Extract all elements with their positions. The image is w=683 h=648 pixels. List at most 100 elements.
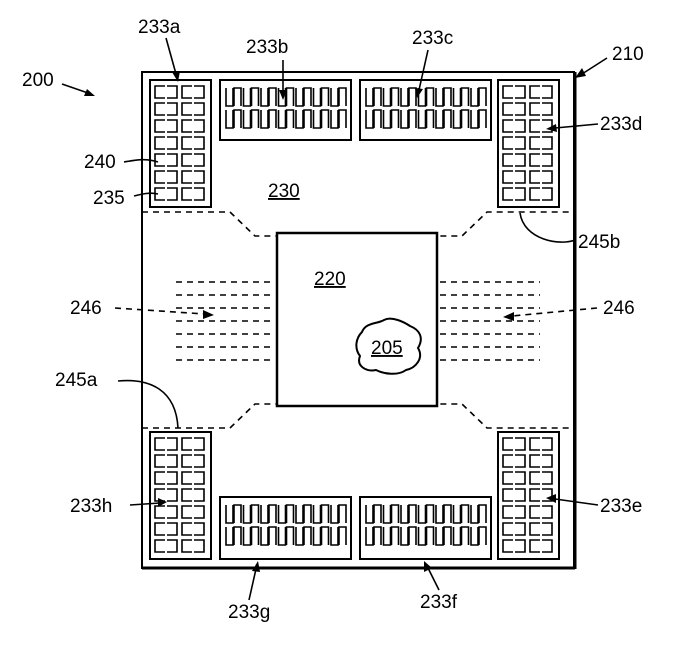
pad-cell	[181, 85, 192, 99]
pad-cell	[181, 522, 192, 536]
pad-cell	[408, 87, 417, 106]
pad-cell	[478, 526, 487, 545]
pad-cell	[515, 471, 526, 485]
pad-cell	[408, 504, 417, 523]
pad-cell	[529, 85, 540, 99]
pad-cell	[390, 109, 400, 128]
label-240: 240	[84, 152, 116, 173]
pad-cell	[167, 539, 178, 553]
pad-cell	[515, 102, 526, 116]
pad-cell	[250, 109, 260, 128]
pad-cell	[167, 85, 178, 99]
pad-cell	[542, 505, 553, 519]
pad-cell	[268, 109, 277, 128]
pad-cell	[502, 505, 513, 519]
pad-cell	[260, 505, 269, 524]
pad-cell	[277, 110, 287, 129]
pad-cell	[242, 505, 252, 524]
pad-cell	[502, 488, 513, 502]
pad-cell	[515, 85, 526, 99]
pad-cell	[225, 88, 234, 107]
label-233c: 233c	[412, 28, 453, 49]
pad-cell	[303, 109, 312, 128]
pad-cell	[260, 110, 269, 129]
pad-cell	[542, 454, 553, 468]
pad-cell	[194, 187, 205, 201]
pad-cell	[167, 187, 178, 201]
pad-cell	[242, 110, 252, 129]
pad-cell	[181, 136, 192, 150]
pad-cell	[154, 153, 165, 167]
pad-cell	[312, 527, 322, 546]
pad-cell	[443, 109, 452, 128]
pad-cell	[194, 488, 205, 502]
pad-cell	[303, 504, 312, 523]
pad-cell	[154, 454, 165, 468]
pad-cell	[425, 526, 435, 545]
upper-dashed-boundary	[142, 211, 574, 237]
pad-cell	[400, 527, 409, 546]
pad-cell	[542, 471, 553, 485]
pad-cell	[167, 471, 178, 485]
pad-cell	[529, 102, 540, 116]
pad-cell	[295, 505, 304, 524]
pad-cell	[417, 88, 427, 107]
pad-cell	[181, 471, 192, 485]
pad-cell	[181, 153, 192, 167]
pad-cell	[194, 522, 205, 536]
pad-cell	[167, 454, 178, 468]
pad-cell	[338, 526, 347, 545]
pad-cell	[194, 85, 205, 99]
pad-cell	[515, 522, 526, 536]
pad-cell	[443, 504, 452, 523]
pad-cell	[470, 527, 479, 546]
pad-cell	[167, 488, 178, 502]
pad-cell	[515, 136, 526, 150]
pad-cell	[167, 505, 178, 519]
pad-cell	[312, 110, 322, 129]
pad-cell	[181, 437, 192, 451]
pad-cell	[330, 527, 339, 546]
pad-cell	[295, 527, 304, 546]
pad-cell	[417, 527, 427, 546]
label-233g: 233g	[228, 602, 270, 623]
pad-cell	[268, 87, 277, 106]
pad-cell	[285, 109, 295, 128]
pad-cell	[365, 505, 374, 524]
pad-cell	[470, 505, 479, 524]
pad-cell	[181, 505, 192, 519]
pad-cell	[181, 102, 192, 116]
pad-cell	[268, 526, 277, 545]
label-233h: 233h	[70, 496, 112, 517]
pad-cell	[470, 110, 479, 129]
pad-cell	[330, 88, 339, 107]
pad-cell	[295, 88, 304, 107]
leader-lines	[61, 37, 608, 601]
pad-cell	[225, 505, 234, 524]
pad-cell	[167, 170, 178, 184]
pad-cell	[233, 526, 242, 545]
pad-cell	[502, 102, 513, 116]
pad-cell	[390, 87, 400, 106]
pad-cell	[167, 522, 178, 536]
pad-cell	[425, 87, 435, 106]
pad-cell	[181, 119, 192, 133]
pad-cell	[338, 504, 347, 523]
pad-cell	[542, 136, 553, 150]
pad-cell	[502, 119, 513, 133]
pad-cell	[542, 85, 553, 99]
pad-cell	[529, 136, 540, 150]
label-245b: 245b	[578, 232, 620, 253]
pad-cell	[225, 527, 234, 546]
pad-cell	[312, 88, 322, 107]
pad-cell	[529, 437, 540, 451]
pad-group-233g	[219, 496, 352, 560]
pad-cell	[542, 187, 553, 201]
pad-cell	[529, 454, 540, 468]
label-233a: 233a	[138, 17, 181, 38]
pad-cell	[542, 539, 553, 553]
pad-cell	[154, 85, 165, 99]
pad-cell	[242, 88, 252, 107]
pad-cell	[382, 110, 392, 129]
pad-cell	[452, 110, 462, 129]
